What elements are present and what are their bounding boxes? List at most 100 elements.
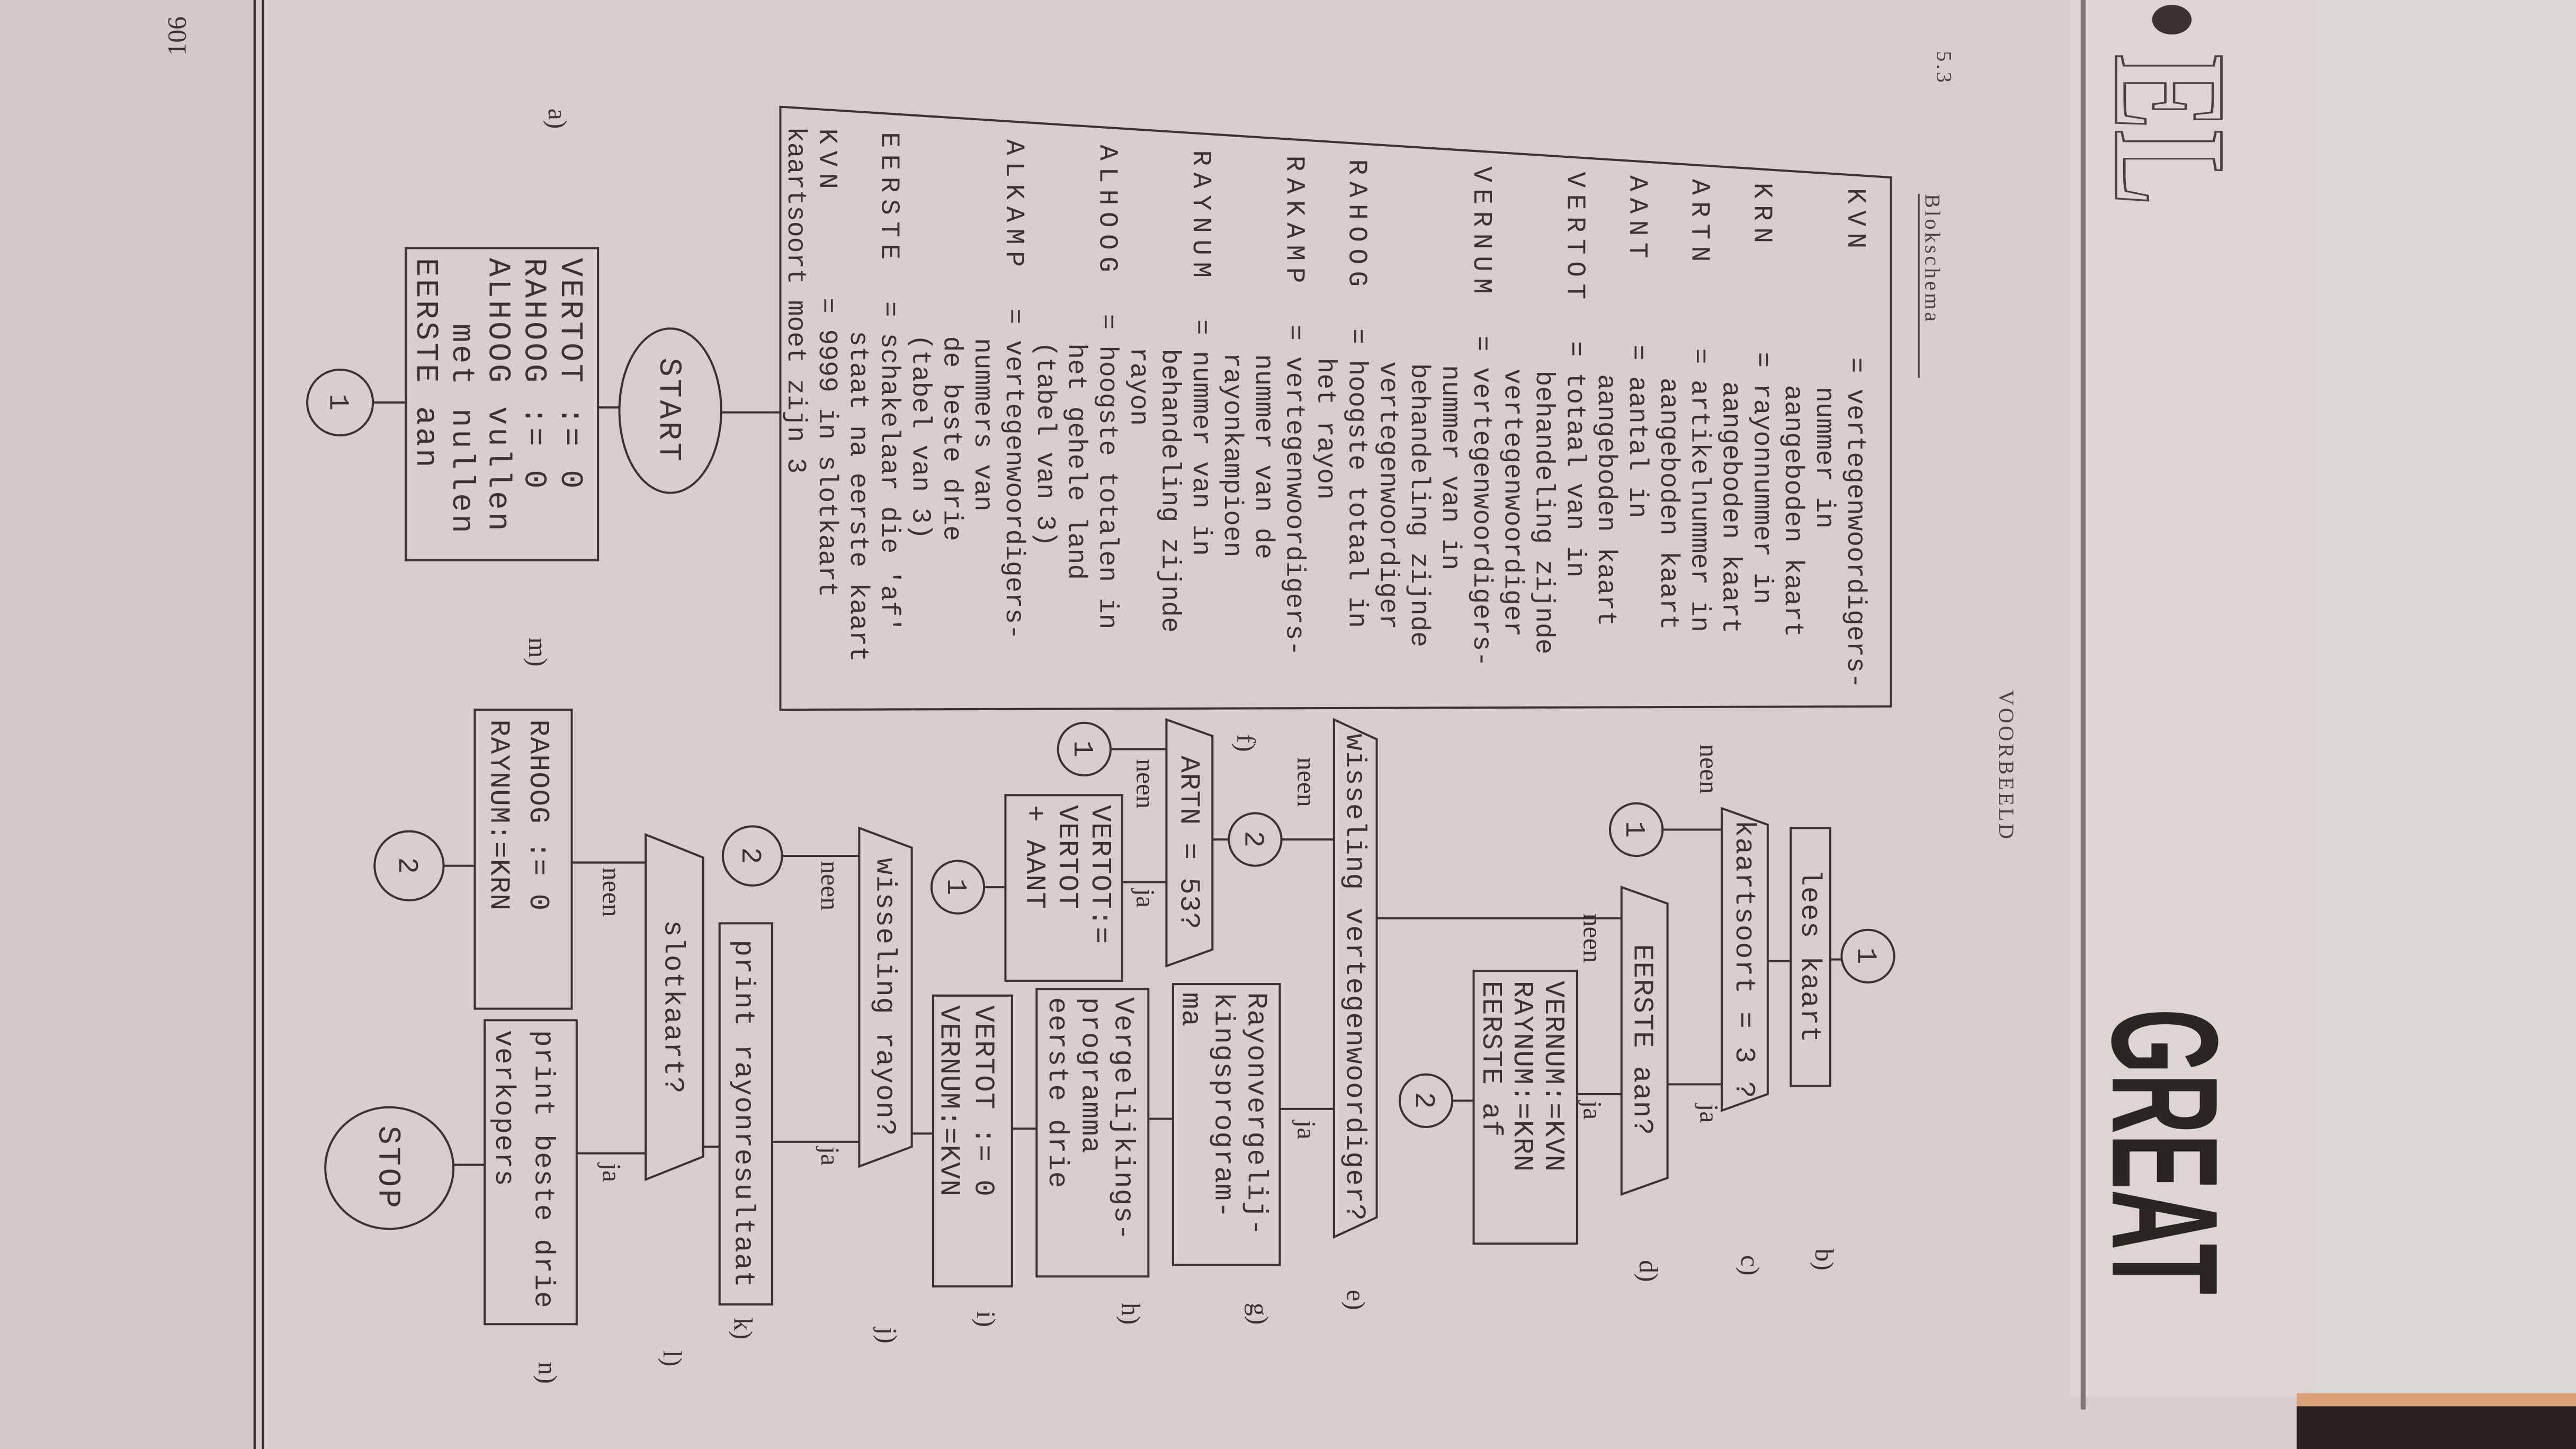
connector-number: 1 — [1066, 740, 1098, 758]
add-total-line: VERTOT — [1051, 805, 1083, 909]
legend-definition: aangeboden kaart — [1778, 385, 1808, 637]
branch-no: neen — [816, 861, 845, 910]
branch-no: neen — [1578, 914, 1607, 963]
start-label: START — [651, 357, 686, 463]
legend-definition: = vertegenwoordigers- — [1840, 357, 1870, 688]
legend-definition: behandeling zijnde — [1528, 371, 1558, 655]
legend-key: RAYNUM — [1186, 150, 1215, 284]
last-card-label: slotkaart? — [657, 920, 688, 1094]
legend-definition: het rayon — [1310, 358, 1340, 500]
legend-definition: vertegenwoordiger — [1497, 369, 1527, 637]
connector-number: 1 — [322, 394, 354, 412]
legend-definition: nummer in — [1809, 387, 1839, 529]
stop-label: STOP — [370, 1126, 406, 1211]
legend-definition: aangeboden kaart — [1715, 381, 1745, 633]
connector-number: 1 — [940, 879, 971, 896]
step-label-c: c) — [1736, 1255, 1765, 1276]
init-line: RAHOOG := 0 — [516, 258, 552, 491]
page-title: VOORBEELD — [1994, 690, 2018, 842]
region-change-decision — [858, 826, 913, 1168]
card-type-decision — [1720, 807, 1769, 1112]
step-label-i: i) — [972, 1311, 1001, 1327]
legend-box — [779, 105, 1892, 711]
logo-great: GREAT — [2080, 1009, 2249, 1295]
rep-change-decision — [1332, 718, 1378, 1239]
legend-key: kaartsoort moet zijn 3 — [781, 127, 810, 473]
reset-region-line: RAYNUM:=KRN — [483, 720, 515, 911]
read-card-label: lees kaart — [1794, 869, 1826, 1043]
legend-definition: (tabel van 3) — [1030, 342, 1060, 547]
connector-number: 2 — [1237, 831, 1268, 848]
branch-yes: ja — [1131, 888, 1160, 908]
step-label-d: d) — [1634, 1260, 1663, 1282]
legend-definition: staat na eerste kaart — [843, 330, 873, 661]
connector-1 — [930, 860, 986, 915]
step-label-b: b) — [1810, 1249, 1839, 1271]
legend-key: VERNUM — [1466, 166, 1496, 300]
legend-definition: = artikelnummer in — [1685, 348, 1714, 632]
set-vernum-line: VERNUM:=KVN — [1537, 981, 1569, 1173]
region-compare-box — [1171, 983, 1281, 1266]
connector-number: 2 — [391, 857, 423, 874]
step-label-f: f) — [1231, 735, 1260, 752]
legend-definition: = rayonnummer in — [1747, 352, 1776, 604]
card-type-label: kaartsoort = 3 ? — [1728, 820, 1760, 1099]
legend-definition: = aantal in — [1622, 345, 1652, 518]
page-edge-orange — [2296, 1393, 2576, 1407]
connector-1 — [1840, 928, 1895, 984]
step-label-k: k) — [729, 1318, 758, 1339]
legend-definition: = totaal van in — [1560, 341, 1589, 578]
legend-definition: = 9999 in slotkaart — [812, 298, 842, 597]
legend-definition: = nummer van in — [1186, 319, 1215, 556]
legend-definition: rayon — [1123, 347, 1153, 426]
legend-definition: vertegenwoordiger — [1373, 361, 1402, 629]
first-flag-decision — [1620, 885, 1669, 1196]
branch-yes: ja — [1695, 1103, 1724, 1123]
print-top-three-box — [484, 1019, 578, 1326]
reset-region-line: RAHOOG := 0 — [522, 720, 554, 911]
legend-definition: aangeboden kaart — [1653, 378, 1683, 630]
branch-yes: ja — [597, 1162, 626, 1182]
start-terminal — [618, 327, 722, 494]
legend-definition: = hoogste totaal in — [1341, 328, 1371, 628]
legend-definition: = vertegenwoordigers- — [999, 309, 1028, 640]
last-card-decision — [645, 833, 704, 1182]
legend-list: KVN= vertegenwoordigers-nummer inaangebo… — [781, 127, 1870, 688]
reset-line: VERTOT := 0 — [968, 1005, 999, 1197]
connector-1 — [1057, 721, 1112, 777]
legend-key: ALKAMP — [999, 139, 1028, 273]
connector-number: 1 — [1849, 947, 1881, 965]
logo-dot-icon — [2152, 5, 2192, 35]
legend-key: AANT — [1622, 175, 1652, 265]
branch-yes: ja — [1292, 1120, 1321, 1140]
init-line: EERSTE aan — [408, 258, 443, 470]
init-box — [405, 247, 600, 561]
print-top-three-line: verkopers — [488, 1030, 520, 1187]
legend-key: RAKAMP — [1279, 156, 1309, 290]
region-compare-line: Rayonvergelij- — [1240, 992, 1272, 1236]
article-decision — [1165, 718, 1214, 968]
top-three-line: Vergelijkings- — [1107, 997, 1139, 1241]
connector-2 — [373, 830, 445, 901]
legend-key: ALHOOG — [1092, 145, 1122, 279]
set-vernum-line: RAYNUM:=KRN — [1506, 981, 1538, 1173]
legend-key: KRN — [1747, 183, 1776, 250]
legend-definition: rayonkampioen — [1217, 352, 1247, 557]
connector-1 — [1608, 802, 1664, 857]
legend-key: RAHOOG — [1341, 159, 1371, 293]
legend-definition: (tabel van 3) — [905, 334, 935, 539]
step-label-n: n) — [533, 1362, 562, 1384]
connector-2 — [721, 825, 783, 887]
read-card-box — [1790, 827, 1831, 1087]
connector-number: 1 — [1618, 821, 1650, 838]
logo-el: EL — [2081, 54, 2259, 205]
step-label-m: m) — [523, 638, 552, 667]
legend-definition: nummer van in — [1435, 365, 1465, 570]
legend-key: KVN — [1840, 188, 1870, 255]
dark-background — [2296, 1406, 2576, 1449]
facing-page — [0, 0, 255, 1449]
reset-line: VERNUM:=KVN — [933, 1005, 964, 1197]
